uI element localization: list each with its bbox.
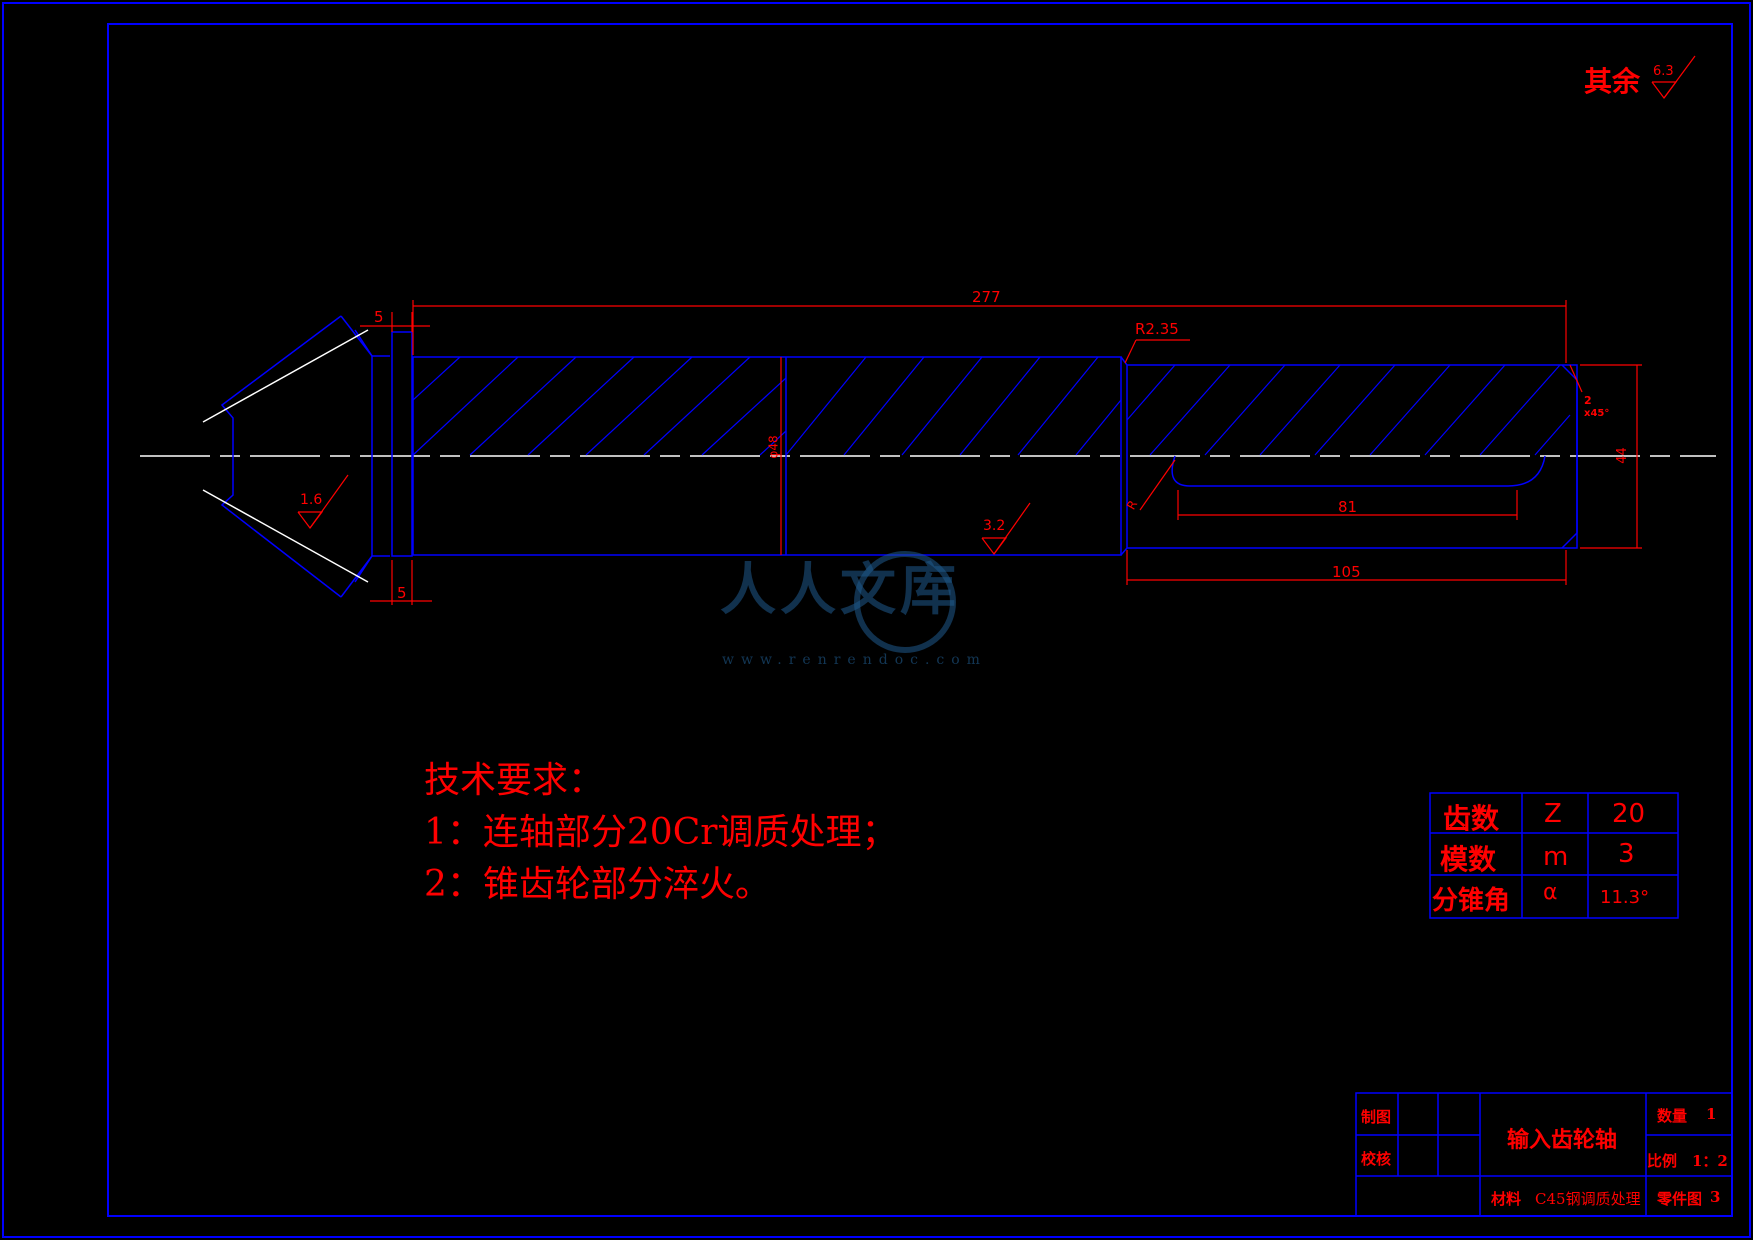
title-block bbox=[1355, 1092, 1733, 1217]
technical-requirements: 技术要求： 1：连轴部分20Cr调质处理； 2：锥齿轮部分淬火。 bbox=[424, 755, 897, 911]
section-hatching bbox=[412, 356, 1571, 456]
gear-parameter-table bbox=[1429, 792, 1679, 919]
gear-table-value-1: 20 bbox=[1612, 799, 1646, 829]
gear-table-symbol-3: α bbox=[1543, 880, 1558, 905]
roughness-symbol-gear bbox=[297, 474, 349, 529]
tb-quantity-value: 1 bbox=[1706, 1105, 1717, 1123]
gear-table-name-3: 分锥角 bbox=[1432, 886, 1511, 916]
gear-table-symbol-2: m bbox=[1543, 842, 1569, 872]
tb-checked-label: 校核 bbox=[1361, 1150, 1392, 1168]
gear-flange bbox=[391, 331, 413, 557]
roughness-symbol-general bbox=[1651, 55, 1696, 99]
tb-scale-label: 比例 bbox=[1647, 1152, 1678, 1170]
gear-pitch-lines bbox=[202, 329, 369, 583]
dim-end-diameter: 44 bbox=[1614, 447, 1630, 464]
dim-diameter: φ48 bbox=[766, 435, 781, 459]
bevel-gear-profile bbox=[220, 315, 390, 598]
tech-item-2: 2：锥齿轮部分淬火。 bbox=[424, 864, 771, 905]
gear-table-value-3: 11.3° bbox=[1600, 887, 1650, 908]
dim-gear-width-bottom: 5 bbox=[397, 584, 407, 602]
dim-fillet-radius: R2.35 bbox=[1135, 320, 1179, 338]
dim-chamfer: 2 bbox=[1584, 394, 1592, 407]
tech-heading: 技术要求： bbox=[424, 760, 605, 801]
gear-table-value-2: 3 bbox=[1618, 839, 1635, 869]
tb-drawing-label: 零件图 bbox=[1657, 1190, 1703, 1208]
gear-table-name-2: 模数 bbox=[1440, 843, 1497, 876]
tb-drawn-label: 制图 bbox=[1361, 1108, 1392, 1126]
dim-shaft-end-length: 105 bbox=[1332, 563, 1361, 581]
tb-material-label: 材料 bbox=[1491, 1190, 1522, 1208]
roughness-gear-value: 1.6 bbox=[300, 492, 323, 508]
shaft-body bbox=[412, 356, 1578, 556]
general-roughness-label: 其余 bbox=[1584, 65, 1641, 98]
tb-scale-value: 1：2 bbox=[1692, 1152, 1728, 1170]
watermark-brand: 人人文库 bbox=[720, 557, 960, 623]
dim-keyway-length: 81 bbox=[1338, 498, 1358, 516]
tb-quantity-label: 数量 bbox=[1657, 1107, 1688, 1125]
tb-drawing-number: 3 bbox=[1710, 1188, 1721, 1206]
watermark-circle bbox=[854, 551, 956, 653]
watermark-url: www.renrendoc.com bbox=[722, 652, 987, 668]
general-roughness-value: 6.3 bbox=[1653, 64, 1674, 79]
dim-chamfer-angle: x45° bbox=[1584, 408, 1610, 419]
tech-item-1: 1：连轴部分20Cr调质处理； bbox=[424, 812, 898, 853]
tb-material-value: C45钢调质处理 bbox=[1535, 1190, 1641, 1208]
dimension-lines bbox=[360, 300, 1642, 605]
dim-gear-width-top: 5 bbox=[374, 308, 384, 326]
gear-table-name-1: 齿数 bbox=[1443, 802, 1500, 835]
inner-frame bbox=[107, 23, 1733, 1217]
roughness-shaft-value: 3.2 bbox=[983, 518, 1006, 534]
roughness-symbol-shaft bbox=[981, 502, 1031, 555]
tb-part-name: 输入齿轮轴 bbox=[1507, 1127, 1618, 1153]
gear-table-symbol-1: Z bbox=[1544, 799, 1562, 829]
dim-overall-length: 277 bbox=[972, 288, 1001, 306]
